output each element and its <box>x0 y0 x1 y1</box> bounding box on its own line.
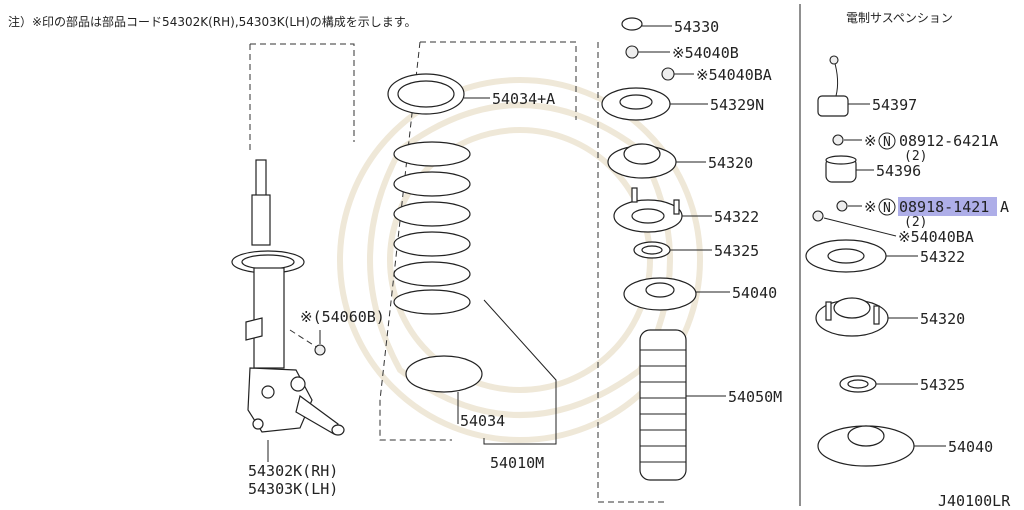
label-54040-right: 54040 <box>948 438 993 456</box>
label-54322-right: 54322 <box>920 248 965 266</box>
label-54303k: 54303K(LH) <box>248 480 338 498</box>
nut-08912[interactable] <box>832 134 844 146</box>
label-54010m: 54010M <box>490 454 544 472</box>
leader-54060b-dash <box>289 329 319 349</box>
mount-54322-mid[interactable] <box>613 187 683 233</box>
mount-54322-right[interactable] <box>805 239 887 273</box>
label-54320-right: 54320 <box>920 310 965 328</box>
spring-seat-54034[interactable] <box>405 355 483 393</box>
washer-54325-right[interactable] <box>839 375 877 393</box>
section-title: 電制サスペンション <box>846 11 953 25</box>
strut-assembly[interactable] <box>231 159 345 436</box>
mount-54320-right[interactable] <box>815 297 889 337</box>
label-54034a: 54034+A <box>492 90 555 108</box>
label-54329n: 54329N <box>710 96 764 114</box>
label-08918-num-selected[interactable]: 08918-1421 <box>899 198 989 216</box>
bearing-54040-mid[interactable] <box>623 277 697 311</box>
label-54034: 54034 <box>460 412 505 430</box>
label-54302k: 54302K(RH) <box>248 462 338 480</box>
label-54397: 54397 <box>872 96 917 114</box>
n-circle-08912 <box>878 132 896 150</box>
label-08912-circle: N <box>883 135 891 150</box>
label-54040ba-right: ※54040BA <box>898 228 974 246</box>
nut-54040ba[interactable] <box>661 67 675 81</box>
boot-54050m[interactable] <box>639 329 687 481</box>
leader-54040ba-right <box>823 217 897 237</box>
drawing-id: J40100LR <box>938 492 1011 510</box>
label-08912-prefix: ※ <box>864 132 877 150</box>
plate-54329n[interactable] <box>601 87 671 121</box>
label-54330: 54330 <box>674 18 719 36</box>
n-circle-08918 <box>878 198 896 216</box>
label-54040b: ※54040B <box>672 44 739 62</box>
selection-highlight[interactable] <box>898 197 997 216</box>
spring-seat-54034a[interactable] <box>387 73 465 115</box>
label-54320-mid: 54320 <box>708 154 753 172</box>
label-08912-num: 08912-6421A <box>899 132 998 150</box>
bracket-54010m <box>483 299 557 445</box>
sensor-54397[interactable] <box>817 55 849 117</box>
label-08918-num-rest: A <box>1000 198 1009 216</box>
coil-spring[interactable] <box>393 141 471 315</box>
mount-54320-mid[interactable] <box>607 143 677 179</box>
washer-54325-mid[interactable] <box>633 241 671 259</box>
label-08918-qty: (2) <box>904 215 927 230</box>
note-text: 注）※印の部品は部品コード54302K(RH),54303K(LH)の構成を示し… <box>8 14 417 29</box>
label-08918-prefix: ※ <box>864 198 877 216</box>
bearing-54040-right[interactable] <box>817 425 915 467</box>
nut-54060b[interactable] <box>314 344 326 356</box>
label-54050m: 54050M <box>728 388 782 406</box>
nut-08918[interactable] <box>836 200 848 212</box>
cap-54330[interactable] <box>621 17 643 31</box>
label-54060b: ※(54060B) <box>300 308 385 326</box>
label-54322-mid: 54322 <box>714 208 759 226</box>
nut-54040b[interactable] <box>625 45 639 59</box>
label-54325-right: 54325 <box>920 376 965 394</box>
label-54325-mid: 54325 <box>714 242 759 260</box>
strut-dash-frame <box>249 43 355 150</box>
label-08912-qty: (2) <box>904 149 927 164</box>
label-54040ba: ※54040BA <box>696 66 772 84</box>
nut-54040ba-right[interactable] <box>812 210 824 222</box>
cover-54396[interactable] <box>825 155 857 183</box>
label-54040-mid: 54040 <box>732 284 777 302</box>
label-54396: 54396 <box>876 162 921 180</box>
mount-dash-frame <box>597 42 668 503</box>
label-08918-circle: N <box>883 201 891 216</box>
